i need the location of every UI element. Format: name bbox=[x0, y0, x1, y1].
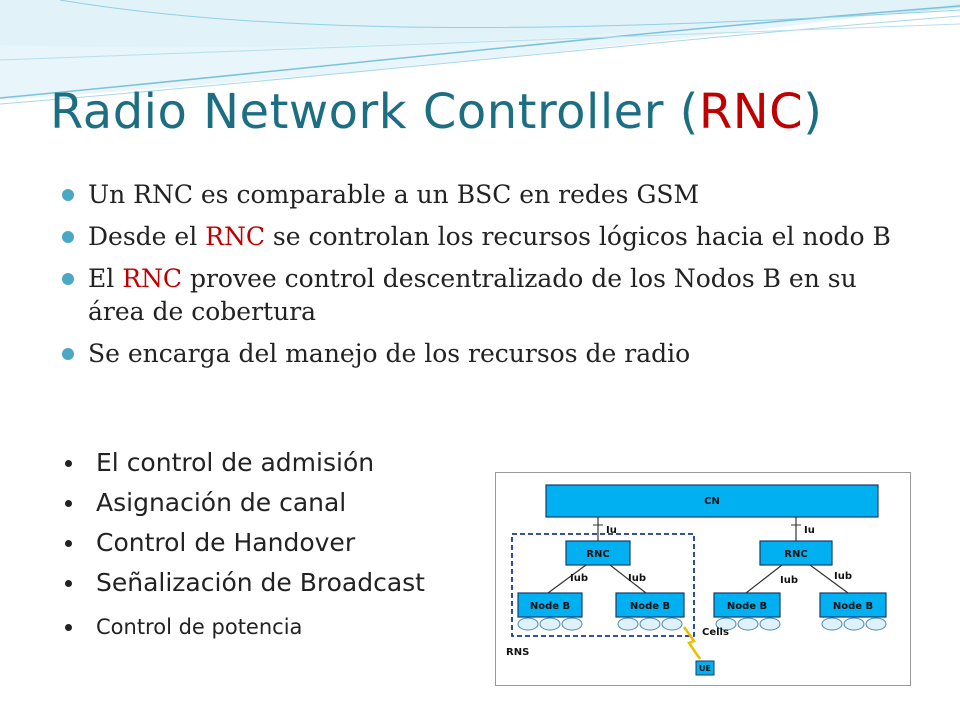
nodeb-label-4: Node B bbox=[833, 601, 873, 612]
rnc-box-left bbox=[565, 540, 631, 566]
iub-label-4: Iub bbox=[834, 571, 852, 582]
nodeb-label-3: Node B bbox=[727, 601, 767, 612]
rnc-label-right: RNC bbox=[784, 549, 807, 560]
bullet-item: Desde el RNC se controlan los recursos l… bbox=[60, 220, 900, 253]
rns-boundary bbox=[511, 533, 695, 637]
cells-label: Cells bbox=[702, 627, 729, 638]
bullet-item: Se encarga del manejo de los recursos de… bbox=[60, 337, 900, 370]
sub-bullet-item: Señalización de Broadcast bbox=[62, 570, 482, 596]
ue-label: UE bbox=[699, 664, 711, 673]
nodeb-label-2: Node B bbox=[630, 601, 670, 612]
sub-bullet-item: Control de potencia bbox=[62, 614, 482, 640]
sub-bullet-item: Asignación de canal bbox=[62, 490, 482, 516]
nodeb-box-2 bbox=[615, 592, 685, 618]
decorative-waves bbox=[0, 0, 960, 105]
ue-box bbox=[695, 660, 715, 676]
bullet-list: Un RNC es comparable a un BSC en redes G… bbox=[60, 178, 900, 370]
nodeb-label-1: Node B bbox=[530, 601, 570, 612]
rnc-box-right bbox=[759, 540, 833, 566]
page-title: Radio Network Controller (RNC) bbox=[50, 84, 823, 140]
iub-label-3: Iub bbox=[780, 575, 798, 586]
sub-bullet-item: El control de admisión bbox=[62, 450, 482, 476]
rns-label: RNS bbox=[506, 647, 529, 658]
radio-link-icon bbox=[682, 626, 702, 660]
bullet-item: El RNC provee control descentralizado de… bbox=[60, 262, 900, 328]
iub-label-2: Iub bbox=[628, 573, 646, 584]
cn-box bbox=[545, 484, 879, 518]
rnc-label-left: RNC bbox=[586, 549, 609, 560]
iu-label-right: Iu bbox=[804, 525, 815, 536]
bullet-item: Un RNC es comparable a un BSC en redes G… bbox=[60, 178, 900, 211]
cells-group bbox=[517, 617, 887, 631]
cn-label: CN bbox=[704, 496, 720, 507]
sub-bullet-item: Control de Handover bbox=[62, 530, 482, 556]
nodeb-box-3 bbox=[713, 592, 781, 618]
nodeb-box-1 bbox=[517, 592, 583, 618]
nodeb-box-4 bbox=[819, 592, 887, 618]
sub-bullet-list: El control de admisión Asignación de can… bbox=[62, 450, 482, 640]
iub-label-1: Iub bbox=[570, 573, 588, 584]
iu-label-left: Iu bbox=[606, 525, 617, 536]
rnc-network-diagram: CN Iu Iu RNS RNC RNC Iub Iub Iub Iub Nod… bbox=[495, 472, 911, 686]
